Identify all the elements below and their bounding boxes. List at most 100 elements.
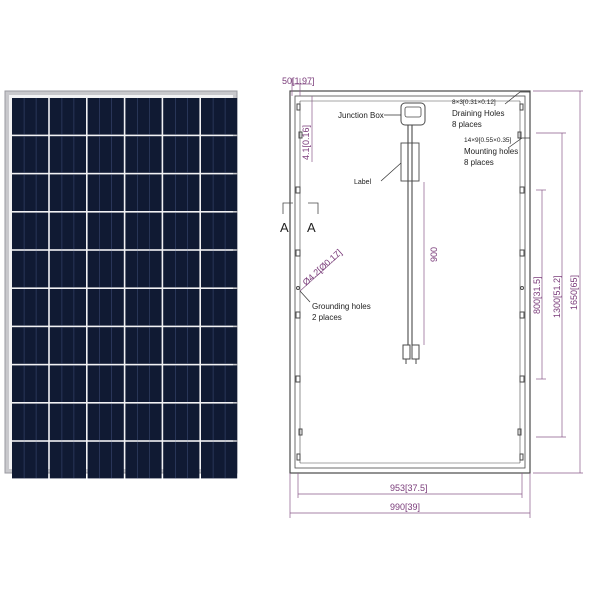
solar-cell — [49, 441, 86, 479]
junction-box-window — [404, 106, 422, 118]
solar-cell — [87, 212, 124, 250]
draining-holes-name: Draining Holes — [452, 109, 504, 118]
solar-cell — [125, 365, 162, 402]
draining-hole — [296, 453, 301, 461]
mounting-leader — [507, 137, 530, 149]
solar-cell — [163, 289, 200, 326]
solar-cell — [201, 365, 238, 402]
solar-cell — [163, 98, 200, 135]
solar-cell — [163, 174, 200, 211]
panel-back-drawing — [282, 90, 531, 474]
solar-cell — [201, 403, 238, 441]
label-plate — [400, 142, 420, 182]
mounting-holes-count: 8 places — [464, 158, 494, 167]
mounting-holes-size: 14×9[0.55×0.35] — [464, 137, 512, 144]
solar-cell — [87, 327, 124, 364]
solar-cell — [12, 174, 49, 211]
dim-panel-width: 990[39] — [390, 502, 420, 512]
solar-cell — [49, 327, 86, 364]
solar-cell — [201, 250, 238, 288]
draining-holes-size: 8×3[0.31×0.12] — [452, 99, 496, 106]
grounding-holes-count: 2 places — [312, 313, 342, 322]
solar-cell — [125, 174, 162, 211]
solar-cell — [49, 250, 86, 288]
junction-box-label: Junction Box — [338, 111, 384, 120]
junction-box — [400, 102, 426, 126]
grounding-text-leader — [299, 290, 311, 303]
solar-cell — [201, 98, 238, 135]
annotations: Junction Box Label 8×3[0.31×0.12] Draini… — [280, 76, 579, 512]
mounting-hole — [519, 311, 525, 319]
solar-cell — [201, 174, 238, 211]
frame-inner-outline — [294, 95, 526, 469]
solar-cell — [49, 98, 86, 135]
solar-cell — [125, 327, 162, 364]
solar-cell — [12, 250, 49, 288]
solar-cell — [163, 403, 200, 441]
solar-cell — [125, 403, 162, 441]
draining-hole — [298, 131, 303, 139]
dim-panel-height: 1650[65] — [569, 275, 579, 310]
solar-cell — [49, 212, 86, 250]
label-leader — [380, 162, 402, 182]
mounting-hole — [295, 375, 301, 383]
dim-cable-length: 900 — [429, 247, 439, 262]
draining-hole — [519, 453, 524, 461]
solar-cell — [201, 289, 238, 326]
draining-hole — [517, 428, 522, 436]
connector-positive — [411, 344, 420, 360]
solar-cell — [163, 365, 200, 402]
dim-hole-offset: 4.1[0.16] — [301, 125, 311, 160]
solar-cell — [163, 327, 200, 364]
panel-front-view — [4, 90, 238, 479]
draining-holes-count: 8 places — [452, 120, 482, 129]
dim-mount-inner: 800[31.5] — [532, 276, 542, 314]
mounting-hole — [295, 311, 301, 319]
mounting-hole — [295, 249, 301, 257]
mounting-hole — [295, 186, 301, 194]
section-mark-left — [282, 202, 293, 214]
solar-cell — [87, 174, 124, 211]
frame-outline — [289, 90, 531, 474]
dim-mount-width: 953[37.5] — [390, 483, 428, 493]
solar-cell — [87, 441, 124, 479]
dim-mount-outer: 1300[51.2] — [552, 275, 562, 318]
mounting-hole — [519, 375, 525, 383]
solar-cell — [87, 250, 124, 288]
solar-cell — [87, 289, 124, 326]
section-mark-a-left: A — [280, 220, 289, 235]
solar-cell — [163, 212, 200, 250]
mounting-hole — [519, 249, 525, 257]
solar-cell — [12, 441, 49, 479]
solar-cell — [49, 403, 86, 441]
solar-cell — [12, 365, 49, 402]
solar-cell — [12, 212, 49, 250]
solar-cell — [87, 136, 124, 173]
solar-cell — [201, 212, 238, 250]
mounting-hole — [519, 186, 525, 194]
draining-leader — [504, 91, 530, 105]
draining-hole — [517, 131, 522, 139]
solar-cell — [125, 250, 162, 288]
draining-hole — [298, 428, 303, 436]
solar-cell — [125, 136, 162, 173]
grounding-hole-diameter: Ø4.2[Ø0.17] — [301, 247, 344, 287]
solar-cell — [163, 136, 200, 173]
solar-cell — [12, 289, 49, 326]
solar-cell — [12, 327, 49, 364]
solar-cell — [125, 212, 162, 250]
solar-cell — [125, 98, 162, 135]
grounding-hole — [296, 286, 300, 290]
solar-cell — [87, 403, 124, 441]
solar-cell — [201, 136, 238, 173]
solar-cell — [49, 136, 86, 173]
solar-cell — [12, 98, 49, 135]
section-mark-right — [308, 202, 319, 214]
grounding-hole — [520, 286, 524, 290]
solar-cell — [12, 136, 49, 173]
solar-cell — [125, 441, 162, 479]
solar-cell — [125, 289, 162, 326]
solar-cell — [201, 441, 238, 479]
solar-cell — [87, 98, 124, 135]
